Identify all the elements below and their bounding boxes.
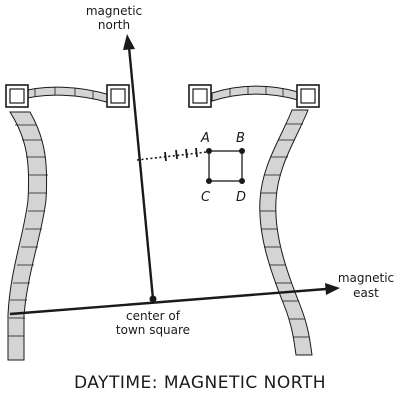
- left-tower-inner: [106, 84, 130, 108]
- east-label-line2: east: [353, 286, 379, 300]
- east-label-line1: magnetic: [338, 271, 394, 285]
- corner-dot-d: [239, 178, 245, 184]
- left-wall-top-joints: [34, 87, 94, 99]
- corner-dot-a: [206, 148, 212, 154]
- corner-dot-b: [239, 148, 245, 154]
- right-tower-inner: [188, 84, 212, 108]
- origin-label-line2: town square: [116, 323, 190, 337]
- corner-dot-c: [206, 178, 212, 184]
- north-label-line1: magnetic: [86, 4, 142, 18]
- corner-label-d: D: [236, 190, 246, 205]
- corner-label-a: A: [200, 131, 210, 146]
- left-wall-side-joints: [8, 124, 48, 337]
- magnetic-north-axis: [127, 46, 155, 300]
- square-abcd: A B C D: [200, 131, 246, 205]
- town-square-center-dot: [149, 295, 157, 303]
- origin-label-line1: center of: [126, 309, 181, 323]
- left-tower-outer: [5, 84, 29, 108]
- right-wall: [188, 84, 320, 356]
- east-arrowhead: [325, 283, 340, 295]
- corner-label-c: C: [201, 190, 211, 205]
- right-wall-side-joints: [260, 123, 309, 338]
- diagram-caption: DAYTIME: MAGNETIC NORTH: [74, 373, 326, 393]
- north-arrowhead: [123, 34, 135, 50]
- right-wall-side: [259, 109, 313, 356]
- left-wall: [5, 84, 130, 361]
- right-wall-top: [211, 85, 299, 102]
- right-wall-top-joints: [229, 86, 284, 96]
- left-wall-top: [14, 86, 111, 104]
- right-tower-outer: [296, 84, 320, 108]
- magnetic-east-axis: [9, 287, 327, 316]
- axes: [9, 34, 340, 316]
- corner-label-b: B: [236, 131, 245, 146]
- north-label-line2: north: [98, 18, 130, 32]
- measurement-line: [136, 147, 208, 162]
- measurement-ticks: [164, 147, 198, 162]
- left-wall-side: [7, 111, 48, 361]
